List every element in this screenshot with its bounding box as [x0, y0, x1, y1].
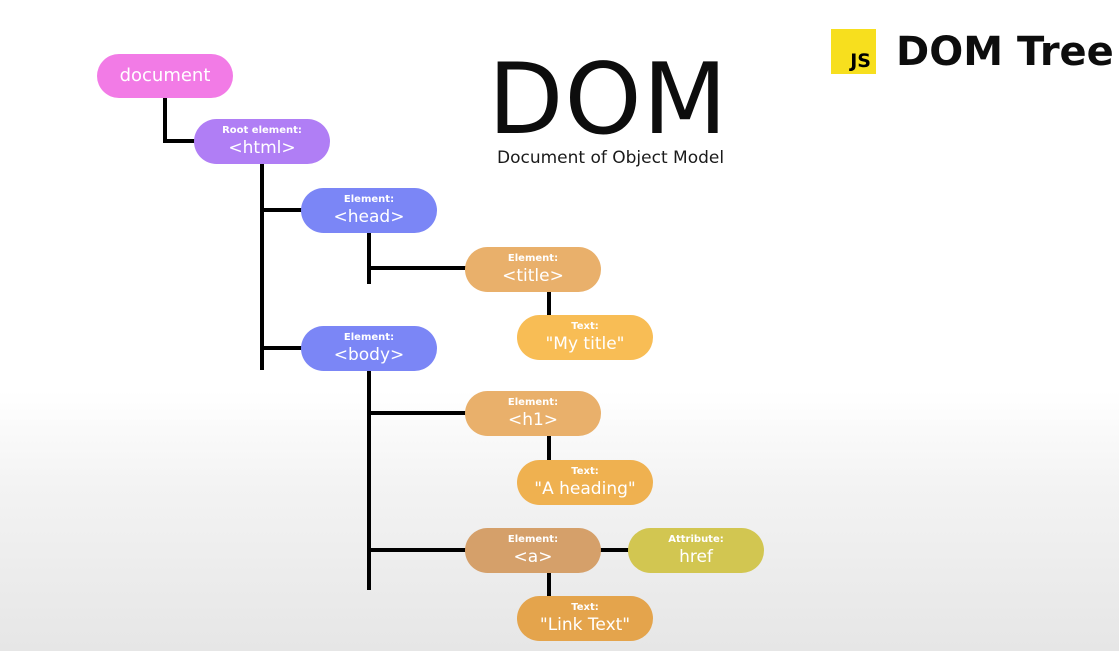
node-html-value: <html> [228, 137, 296, 158]
node-h1-value: <h1> [507, 409, 559, 430]
node-a-text-value: "Link Text" [539, 614, 631, 635]
node-title-text-label: Text: [571, 320, 599, 332]
node-href-value: href [679, 546, 713, 567]
node-h1-text-label: Text: [571, 465, 599, 477]
node-h1-label: Element: [507, 396, 559, 408]
node-body-value: <body> [333, 344, 405, 365]
node-a-text: Text: "Link Text" [517, 596, 653, 641]
node-body: Element: <body> [301, 326, 437, 371]
node-title: Element: <title> [465, 247, 601, 292]
node-body-label: Element: [343, 331, 395, 343]
node-h1: Element: <h1> [465, 391, 601, 436]
node-head: Element: <head> [301, 188, 437, 233]
brand-title: DOM Tree [896, 29, 1114, 75]
node-title-text-value: "My title" [545, 333, 625, 354]
node-title-value: <title> [502, 265, 564, 286]
page-title: DOM [488, 43, 729, 157]
node-document-value: document [119, 65, 211, 86]
node-document: document [97, 54, 233, 98]
node-html-label: Root element: [222, 124, 302, 136]
node-head-label: Element: [343, 193, 395, 205]
node-h1-text: Text: "A heading" [517, 460, 653, 505]
page-subtitle: Document of Object Model [497, 148, 725, 168]
node-h1-text-value: "A heading" [534, 478, 636, 499]
node-title-text: Text: "My title" [517, 315, 653, 360]
node-a-text-label: Text: [571, 601, 599, 613]
node-a-value: <a> [513, 546, 553, 567]
node-title-label: Element: [507, 252, 559, 264]
node-href-label: Attribute: [668, 533, 724, 545]
node-html: Root element: <html> [194, 119, 330, 164]
node-a-label: Element: [507, 533, 559, 545]
node-head-value: <head> [333, 206, 405, 227]
js-logo: JS [831, 29, 876, 74]
node-a: Element: <a> [465, 528, 601, 573]
node-href: Attribute: href [628, 528, 764, 573]
